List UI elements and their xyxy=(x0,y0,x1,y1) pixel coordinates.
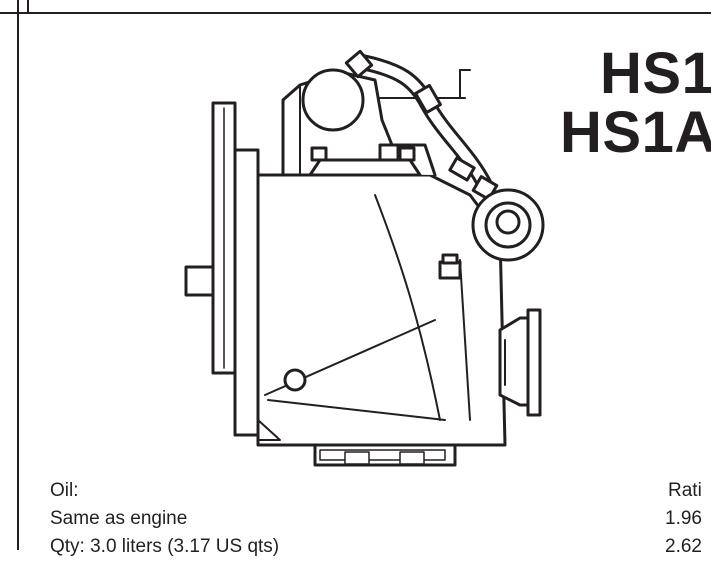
ratio-heading: Rati xyxy=(668,480,702,501)
oil-type: Same as engine xyxy=(50,508,188,529)
transmission-drawing-icon xyxy=(184,49,545,467)
model-title-line-1: HS1 xyxy=(600,41,711,106)
oil-quantity: Qty: 3.0 liters (3.17 US qts) xyxy=(50,536,280,557)
page-top-rule xyxy=(0,0,711,14)
model-title-line-2: HS1A xyxy=(560,100,711,165)
ratio-value: 1.96 xyxy=(665,508,702,529)
page-corner-tick xyxy=(27,0,29,12)
oil-label: Oil: xyxy=(50,480,79,501)
page-left-rule xyxy=(17,0,19,550)
ratio-value: 2.62 xyxy=(665,536,702,557)
